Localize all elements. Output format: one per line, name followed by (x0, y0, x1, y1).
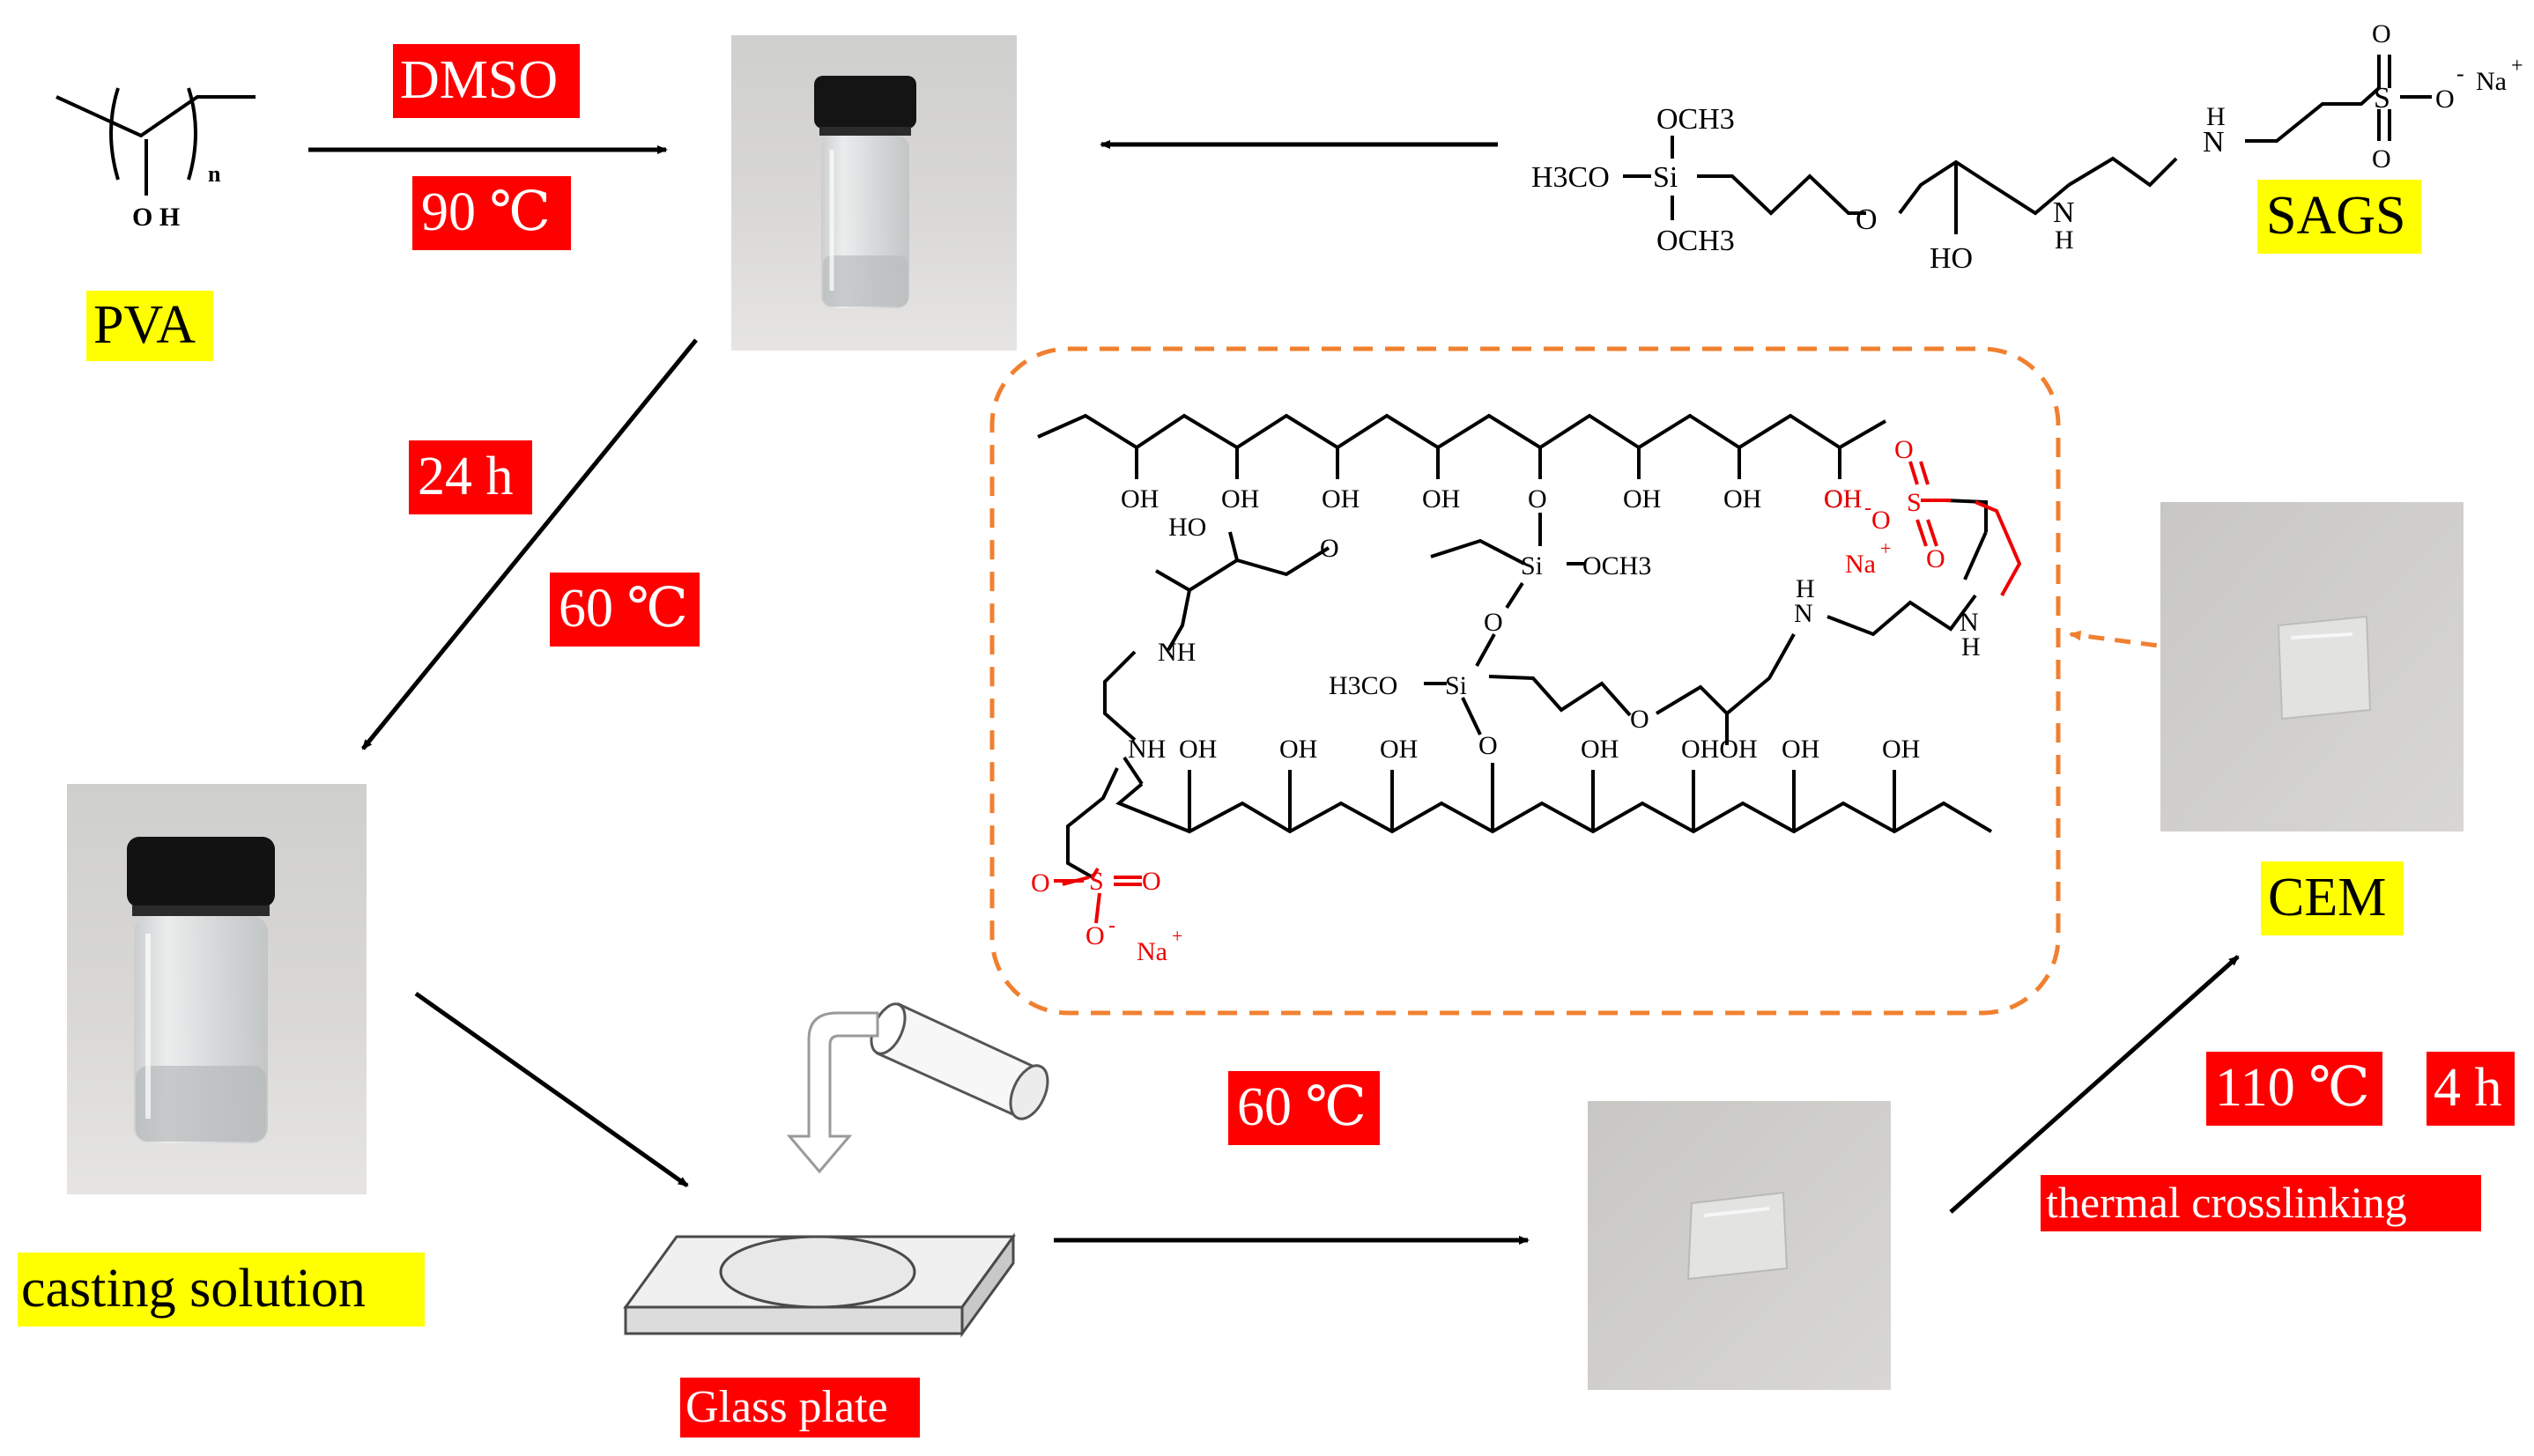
reaction-arrows (308, 140, 2240, 1245)
pva-structure (56, 87, 256, 196)
svg-text:O: O (1085, 921, 1105, 950)
label-time-4h: 4 h (2427, 1052, 2515, 1126)
svg-text:NH: NH (1158, 638, 1196, 667)
sags-och3-top: OCH3 (1656, 103, 1735, 136)
sags-o-bottom: O (2372, 144, 2391, 174)
svg-text:H: H (1796, 574, 1815, 603)
sags-minus: - (2456, 61, 2464, 86)
svg-text:O: O (1478, 731, 1498, 760)
svg-text:NH: NH (1128, 735, 1166, 764)
tilted-vial-icon (870, 1001, 1049, 1120)
label-thermal-crosslinking: thermal crosslinking (2041, 1175, 2481, 1231)
membrane-photo-dried (1588, 1101, 1891, 1390)
svg-text:H: H (1961, 632, 1981, 661)
svg-text:OCH3: OCH3 (1582, 551, 1651, 580)
sags-h3co: H3CO (1531, 161, 1610, 194)
svg-text:O: O (1142, 867, 1161, 896)
label-sags: SAGS (2257, 180, 2421, 254)
label-temp-90: 90 ℃ (412, 176, 571, 250)
label-time-24h: 24 h (409, 440, 532, 514)
sags-s: S (2374, 82, 2390, 115)
arrow-membrane-to-cem (1949, 955, 2240, 1214)
network-labels: OH OH OH OH O OH OH OH HO O Si OCH3 O NH… (1121, 484, 1981, 764)
svg-text:+: + (1172, 925, 1182, 947)
svg-text:O: O (1528, 484, 1547, 514)
svg-text:O: O (1926, 544, 1945, 573)
svg-text:OH: OH (1824, 484, 1862, 514)
pva-oh: O H (132, 203, 180, 232)
svg-text:OH: OH (1179, 735, 1217, 764)
svg-text:S: S (1907, 488, 1922, 517)
label-temp-60-a: 60 ℃ (550, 573, 700, 647)
label-cem: CEM (2261, 861, 2404, 935)
network-dashed-box (989, 346, 2061, 1016)
svg-text:O: O (1630, 705, 1649, 734)
sags-si: Si (1653, 161, 1678, 194)
svg-text:HO: HO (1168, 513, 1206, 542)
svg-text:-: - (1108, 914, 1115, 937)
arrow-vial-to-casting (361, 338, 698, 750)
vial-photo-casting (67, 784, 367, 1194)
label-temp-110: 110 ℃ (2206, 1052, 2382, 1126)
sags-nh-n: N (2053, 196, 2075, 229)
network-bonds (1037, 413, 1993, 879)
sags-plus: + (2511, 55, 2523, 78)
svg-text:O: O (1894, 435, 1914, 464)
svg-text:OH: OH (1422, 484, 1460, 514)
svg-text:H3CO: H3CO (1329, 671, 1397, 700)
svg-text:OH: OH (1322, 484, 1360, 514)
svg-text:S: S (1089, 867, 1104, 896)
svg-text:OH: OH (1581, 735, 1619, 764)
sags-ho: HO (1930, 242, 1973, 275)
sags-na: Na (2476, 67, 2507, 96)
svg-text:OH: OH (1623, 484, 1661, 514)
label-pva: PVA (86, 291, 213, 361)
sags-o-minus: O (2435, 85, 2455, 114)
svg-text:OHOH: OHOH (1681, 735, 1758, 764)
glass-plate-icon (623, 1232, 1016, 1338)
svg-text:OH: OH (1723, 484, 1761, 514)
sags-nh-h: H (2055, 225, 2074, 255)
svg-text:-: - (1864, 497, 1871, 520)
membrane-photo-cem (2160, 502, 2464, 831)
sags-n2-n: N (2203, 126, 2225, 159)
svg-text:OH: OH (1121, 484, 1159, 514)
sags-och3-bottom: OCH3 (1656, 225, 1735, 257)
svg-text:OH: OH (1279, 735, 1317, 764)
svg-text:OH: OH (1824, 484, 1862, 514)
label-casting-solution: casting solution (18, 1253, 425, 1327)
svg-text:OH: OH (1380, 735, 1418, 764)
sulfonate-labels: OH S O O O - Na + S O O O - Na + (1031, 435, 1945, 966)
vial-photo-top (731, 35, 1017, 351)
sags-o: O (1856, 203, 1878, 236)
svg-text:Na: Na (1137, 937, 1167, 966)
pva-n: n (208, 161, 221, 187)
pour-stream-arrow (786, 1011, 879, 1174)
svg-text:N: N (1960, 608, 1979, 637)
svg-text:OH: OH (1221, 484, 1259, 514)
svg-text:O: O (1871, 506, 1891, 535)
svg-text:OH: OH (1782, 735, 1819, 764)
arrow-casting-to-plate (414, 991, 689, 1188)
svg-text:Si: Si (1445, 671, 1467, 700)
svg-text:O: O (1320, 534, 1339, 563)
svg-text:O: O (1484, 608, 1503, 637)
svg-text:OH: OH (1882, 735, 1920, 764)
svg-text:N: N (1794, 599, 1813, 628)
label-dmso: DMSO (393, 44, 580, 118)
svg-text:O: O (1031, 868, 1050, 898)
label-glass-plate: Glass plate (680, 1378, 920, 1438)
svg-text:OH: OH (1824, 484, 1862, 514)
svg-text:Na: Na (1845, 550, 1876, 579)
svg-text:+: + (1880, 537, 1891, 559)
sags-n2-h: H (2206, 102, 2226, 131)
sags-o-top: O (2372, 19, 2391, 48)
label-temp-60-b: 60 ℃ (1228, 1071, 1380, 1145)
svg-text:Si: Si (1521, 551, 1543, 580)
sulfonate-bonds (1054, 461, 2022, 924)
sags-structure (1623, 55, 2432, 234)
